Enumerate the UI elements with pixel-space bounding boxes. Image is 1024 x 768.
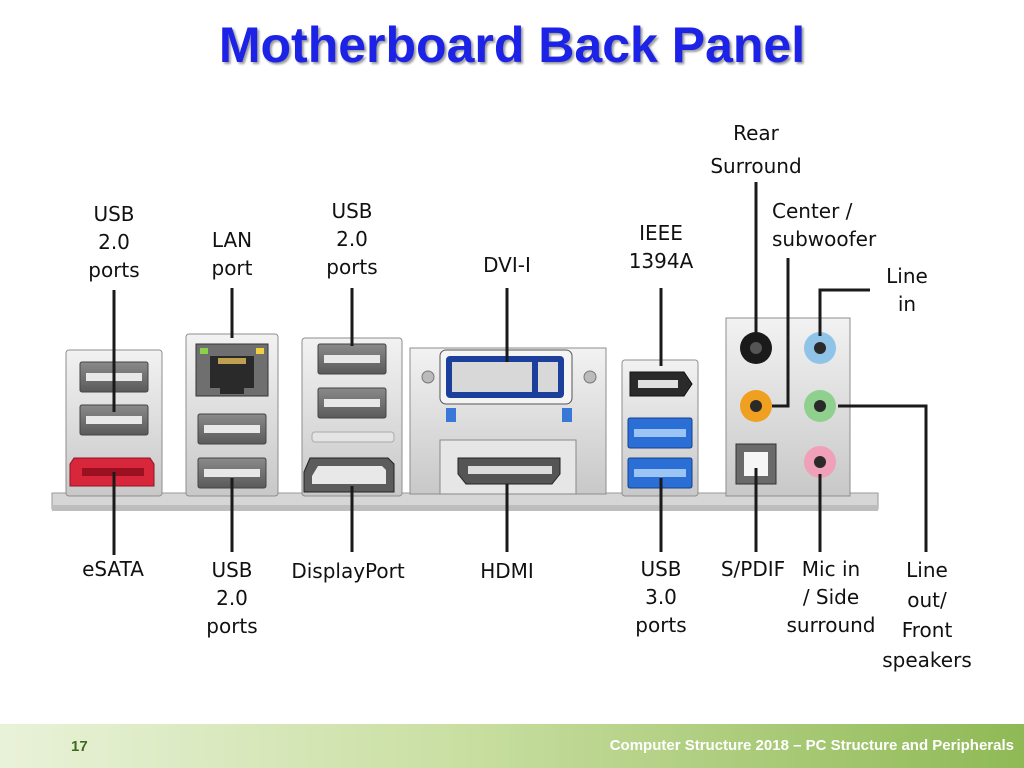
- label-hdmi: HDMI: [480, 559, 534, 583]
- displayport-port: [303, 457, 395, 493]
- page-title: Motherboard Back Panel: [218, 17, 806, 73]
- usb-port: [79, 404, 149, 436]
- label-spdif: S/PDIF: [720, 557, 786, 581]
- lan-usb-stack: [185, 333, 279, 497]
- firewire-port: [629, 371, 693, 397]
- footer-bar: 17 Computer Structure 2018 – PC Structur…: [0, 724, 1024, 768]
- label-displayport: DisplayPort: [291, 559, 405, 583]
- usb3-port: [627, 457, 693, 489]
- back-panel-diagram: [51, 182, 928, 555]
- footer-text: Computer Structure 2018 – PC Structure a…: [609, 737, 1014, 754]
- leader-lines: [112, 182, 928, 555]
- slide-number: 17: [71, 738, 88, 755]
- dvi-port: [439, 349, 573, 405]
- usb-port: [317, 387, 387, 419]
- label-esata: eSATA: [82, 557, 144, 581]
- usb3-port: [627, 417, 693, 449]
- audio-jack-pink: [804, 446, 836, 478]
- dvi-hdmi-block: [409, 347, 607, 495]
- audio-jack-green: [804, 390, 836, 422]
- audio-jack-black: [740, 332, 772, 364]
- usb-port: [317, 343, 387, 375]
- audio-jack-orange: [740, 390, 772, 422]
- lan-port: [195, 343, 269, 397]
- label-dvi: DVI-I: [483, 253, 531, 277]
- esata-port: [69, 457, 155, 487]
- usb-displayport-stack: [301, 337, 403, 497]
- label-center-subwoofer: Center /subwoofer: [772, 199, 877, 251]
- usb-port: [197, 413, 267, 445]
- audio-jack-blue: [804, 332, 836, 364]
- firewire-usb3-stack: [621, 359, 699, 497]
